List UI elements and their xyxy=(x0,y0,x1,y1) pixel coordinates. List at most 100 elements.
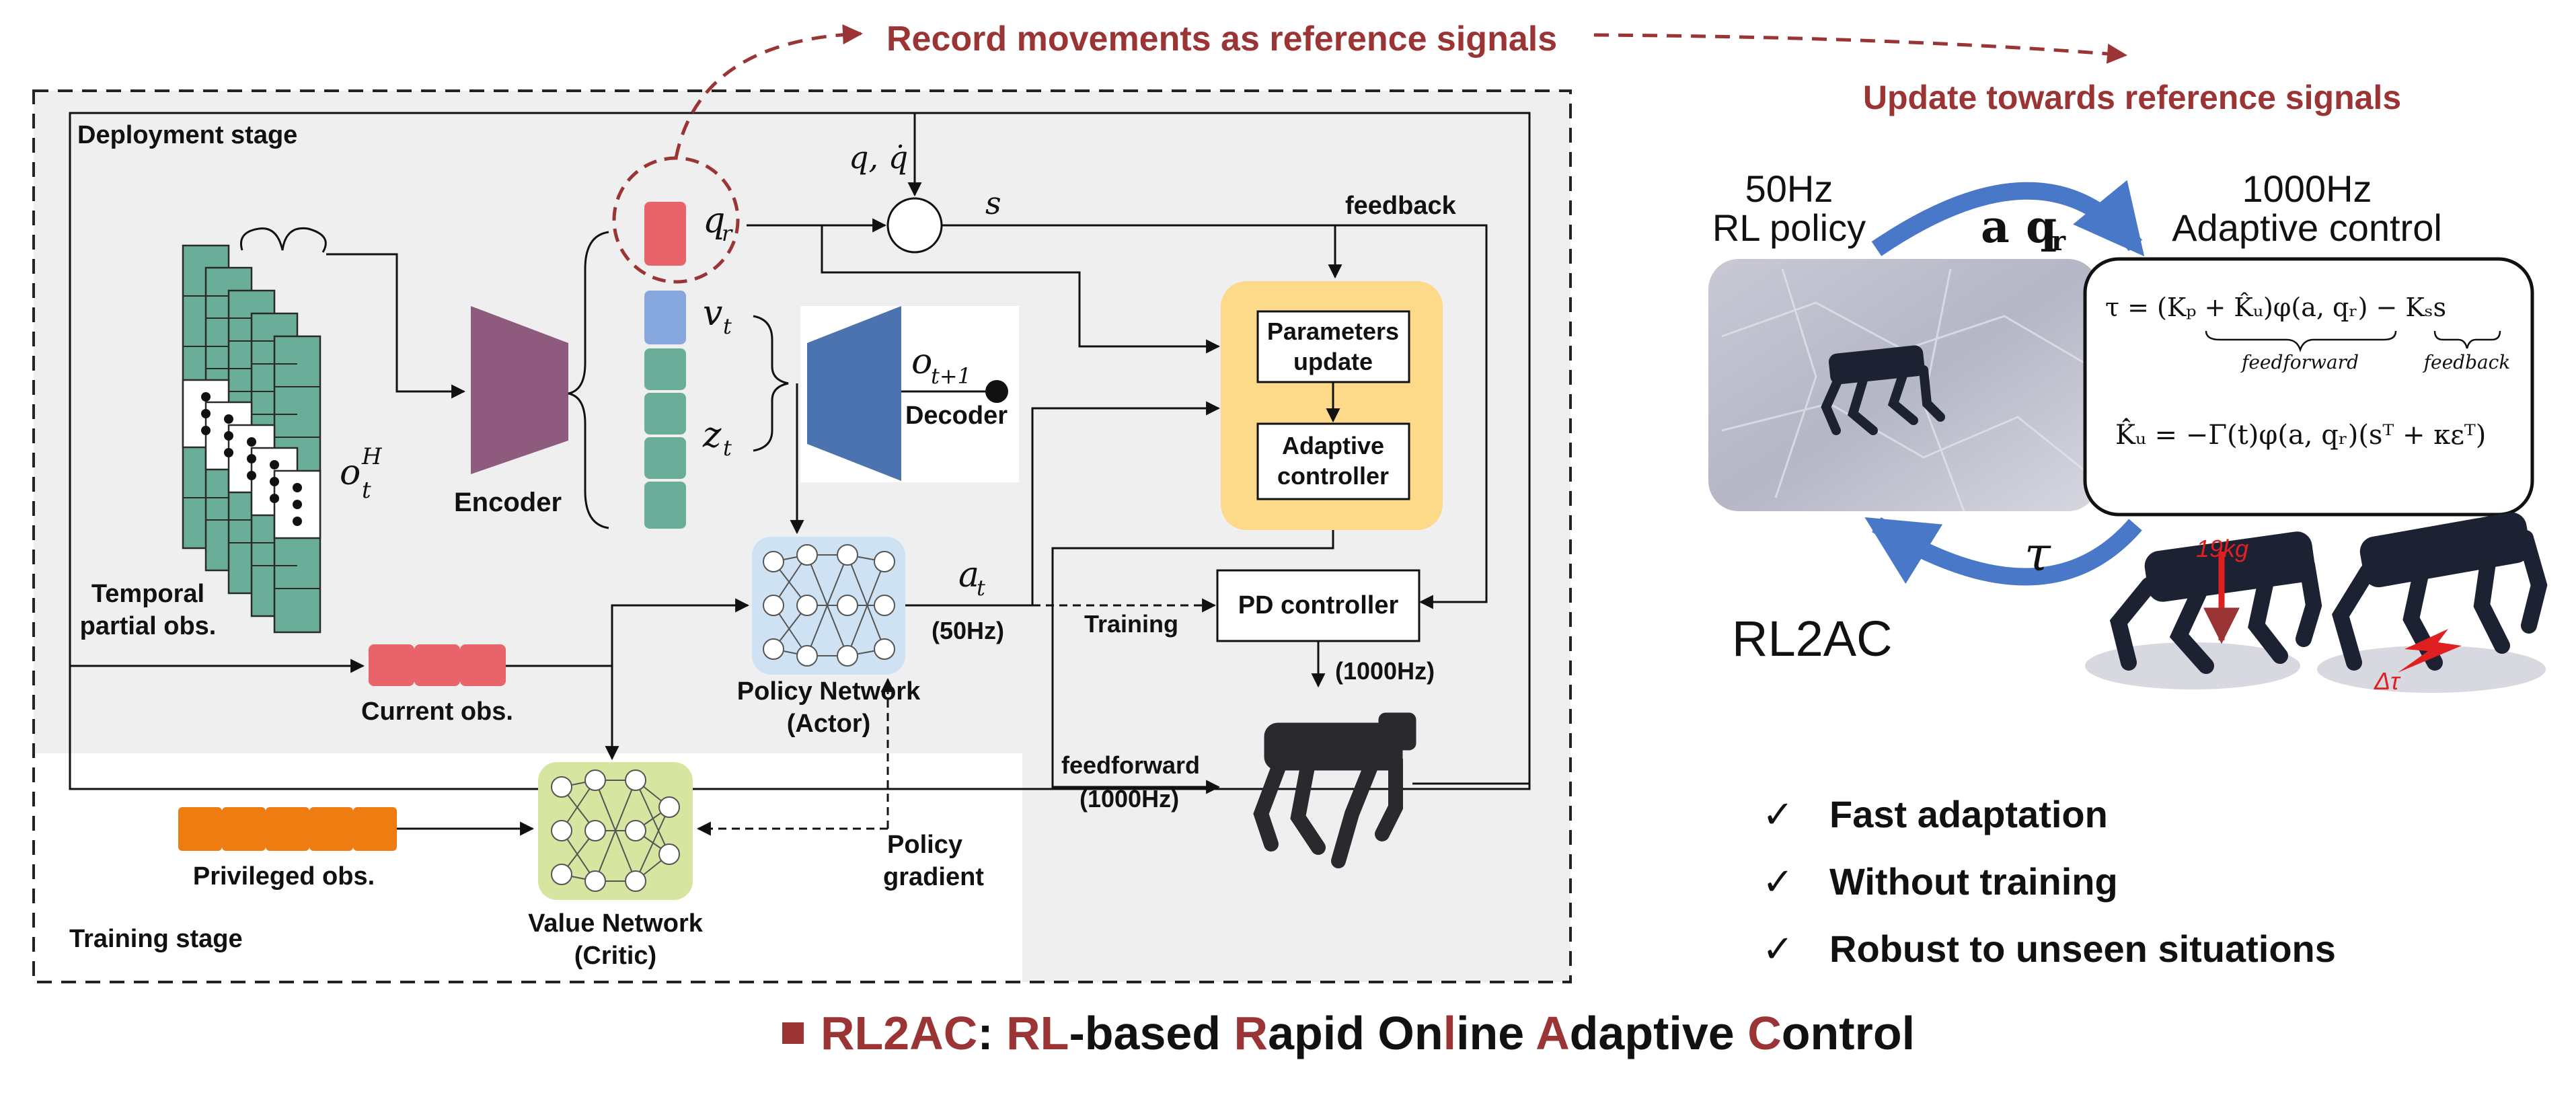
footer-part-8: A xyxy=(1536,1007,1570,1059)
adaptive-controller-box xyxy=(1256,422,1410,500)
right-overview: Update towards reference signals 50Hz RL… xyxy=(1708,79,2548,970)
footer-part-3: -based xyxy=(1069,1007,1234,1059)
value-network-icon xyxy=(551,769,680,892)
o-next-symbol: o t+1 xyxy=(911,342,971,389)
a-t-symbol: a t xyxy=(958,555,985,601)
policy-network-line1: Policy Network xyxy=(737,677,921,706)
policy-gradient-line1: Policy xyxy=(887,831,962,859)
update-towards-label: Update towards reference signals xyxy=(1863,79,2401,116)
lightning-icon xyxy=(2398,629,2462,673)
left-diagram: Deployment stage Training stage xyxy=(32,20,2127,983)
load-label: 19kg xyxy=(2196,535,2248,562)
adaptive-controller-line2: controller xyxy=(1277,462,1389,490)
feedforward-underbrace-label: feedforward xyxy=(2240,351,2359,373)
training-label: Training xyxy=(1084,610,1178,638)
footer-part-7: ine xyxy=(1456,1007,1536,1059)
privileged-obs-cells xyxy=(178,807,397,851)
feedback-label: feedback xyxy=(1345,192,1457,220)
rl-policy-label: RL policy xyxy=(1712,206,1866,249)
feedforward-hz-label: (1000Hz) xyxy=(1079,785,1179,813)
svg-text:t: t xyxy=(362,477,371,504)
feedforward-label: feedforward xyxy=(1061,751,1200,779)
rl-policy-hz: 50Hz xyxy=(1745,167,1833,210)
benefit-text-1: Fast adaptation xyxy=(1829,793,2108,835)
pd-controller-box xyxy=(1216,569,1420,642)
delta-tau-label: Δτ xyxy=(2374,667,2401,695)
footer-part-9: daptive xyxy=(1570,1007,1748,1059)
equation-box xyxy=(2083,257,2534,517)
benefit-text-3: Robust to unseen situations xyxy=(1829,928,2336,970)
footer-part-10: C xyxy=(1747,1007,1782,1059)
policy-gradient-line2: gradient xyxy=(883,863,984,891)
v-t-cell xyxy=(644,291,686,344)
parameters-update-line2: update xyxy=(1293,348,1373,375)
svg-text:v: v xyxy=(703,293,722,334)
record-movements-label: Record movements as reference signals xyxy=(886,20,1557,59)
privileged-obs-label: Privileged obs. xyxy=(193,862,375,891)
pd-hz-label: (1000Hz) xyxy=(1335,657,1435,685)
adaptive-control-hz: 1000Hz xyxy=(2242,167,2372,210)
encoder-block xyxy=(471,306,568,474)
footer-part-11: ontrol xyxy=(1782,1007,1915,1059)
svg-text:o: o xyxy=(340,453,361,493)
svg-text:o: o xyxy=(911,342,932,382)
a-qr-symbols: a q r xyxy=(1981,200,2066,257)
footer-part-0: RL2AC xyxy=(821,1007,977,1059)
svg-text:a: a xyxy=(958,555,979,595)
svg-text:H: H xyxy=(361,443,383,470)
svg-text:z: z xyxy=(702,415,722,455)
training-area-white xyxy=(34,753,1022,982)
footer-bullet-icon xyxy=(782,1022,804,1044)
adaptive-control-label: Adaptive control xyxy=(2172,206,2442,249)
svg-text:r: r xyxy=(722,221,733,246)
top-arc xyxy=(1871,180,2145,257)
training-stage-label: Training stage xyxy=(69,925,243,953)
obs-history-symbol: o H t xyxy=(340,443,383,504)
temporal-obs-label-2: partial obs. xyxy=(80,612,217,640)
svg-text:t+1: t+1 xyxy=(931,363,971,389)
robot-with-load-image xyxy=(2085,531,2322,689)
q-r-symbol: q r xyxy=(703,200,733,246)
bottom-arc xyxy=(1864,517,2142,586)
v-t-symbol: v t xyxy=(703,293,732,339)
svg-text:t: t xyxy=(723,435,732,461)
footer-title: RL2AC: RL-based Rapid Online Adaptive Co… xyxy=(821,1007,1915,1059)
value-network-line1: Value Network xyxy=(528,909,704,938)
adaptation-law-equation: K̂̇ᵤ = −Γ(t)φ(a, qᵣ)(sᵀ + κεᵀ) xyxy=(2115,418,2486,451)
adaptive-controller-line1: Adaptive xyxy=(1282,432,1384,459)
q-qdot-label: q, q̇ xyxy=(849,139,908,176)
svg-text:t: t xyxy=(723,313,732,339)
benefit-check-3: ✓ xyxy=(1762,928,1794,970)
current-obs-cells xyxy=(369,644,506,686)
z-t-symbol: z t xyxy=(702,415,732,461)
footer-part-2: RL xyxy=(1006,1007,1069,1059)
footer-part-5: apid On xyxy=(1268,1007,1443,1059)
feedforward-equation: τ = (Kₚ + K̂ᵤ)φ(a, qᵣ) − Kₛs xyxy=(2105,293,2446,322)
rl2ac-title: RL2AC xyxy=(1732,611,1893,667)
sim-robot xyxy=(1821,345,1945,435)
fifty-hz-label: (50Hz) xyxy=(932,617,1004,644)
decoder-block xyxy=(807,306,901,481)
benefits-list: ✓ Fast adaptation ✓ Without training ✓ R… xyxy=(1762,793,2336,970)
decoder-label: Decoder xyxy=(905,402,1008,430)
svg-text:r: r xyxy=(2051,225,2066,257)
svg-text:q: q xyxy=(703,200,725,241)
benefit-text-2: Without training xyxy=(1829,860,2118,903)
robot-disturbance-image xyxy=(2317,512,2548,693)
svg-text:t: t xyxy=(977,575,985,601)
outer-dashed-frame xyxy=(32,89,1572,983)
pd-controller-label: PD controller xyxy=(1238,591,1399,619)
s-label: s xyxy=(985,185,1001,221)
value-network-line2: (Critic) xyxy=(574,942,656,970)
current-obs-label: Current obs. xyxy=(361,698,513,726)
policy-network-icon xyxy=(763,544,895,667)
footer-part-4: R xyxy=(1234,1007,1268,1059)
footer-part-1: : xyxy=(977,1007,1006,1059)
feedback-underbrace-label: feedback xyxy=(2423,351,2511,373)
summation-node xyxy=(886,197,943,254)
deployment-stage-label: Deployment stage xyxy=(77,121,297,149)
robot-image-left xyxy=(1253,712,1416,868)
parameters-update-line1: Parameters xyxy=(1267,317,1399,345)
z-t-cells xyxy=(644,348,686,529)
